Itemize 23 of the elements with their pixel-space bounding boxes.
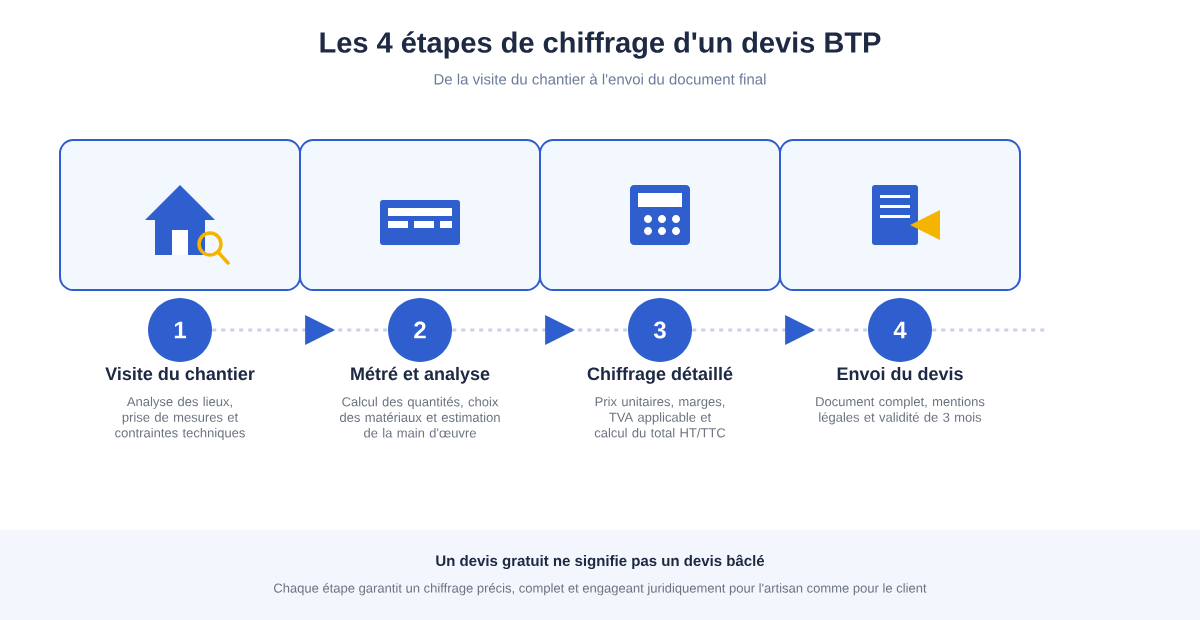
step-description: Analyse des lieux, prise de mesures et contraintes techniques xyxy=(115,396,245,440)
connector-line xyxy=(932,328,1045,332)
step-card xyxy=(539,139,781,291)
note-band: Un devis gratuit ne signifie pas un devis bâclé Chaque étape garantit un chiffrage précis, complet et engageant juridiquement pour l'artisan comme pour le client xyxy=(0,530,1200,620)
step-number: 1 xyxy=(148,298,212,362)
step-description: Calcul des quantités, choix des matériaux et estimation de la main d'œuvre xyxy=(340,396,500,438)
subtitle: De la visite du chantier à l'envoi du document final xyxy=(434,73,766,85)
step-title: Chiffrage détaillé xyxy=(587,366,733,384)
step-title: Métré et analyse xyxy=(351,366,490,384)
arrow xyxy=(212,315,388,345)
arrow xyxy=(452,315,628,345)
step-number: 3 xyxy=(628,298,692,362)
title: Les 4 étapes de chiffrage d'un devis BTP xyxy=(320,31,881,59)
step-card xyxy=(299,139,541,291)
step-number: 2 xyxy=(388,298,452,362)
step-title: Visite du chantier xyxy=(105,366,255,381)
step-number: 4 xyxy=(868,298,932,362)
step-description: Prix unitaires, marges, TVA applicable et calcul du total HT/TTC xyxy=(594,396,726,438)
step-card xyxy=(59,139,301,291)
step-title: Envoi du devis xyxy=(837,366,963,381)
arrow xyxy=(692,315,868,345)
step-description: Document complet, mentions légales et validité de 3 mois xyxy=(816,396,985,425)
step-card xyxy=(779,139,1021,291)
